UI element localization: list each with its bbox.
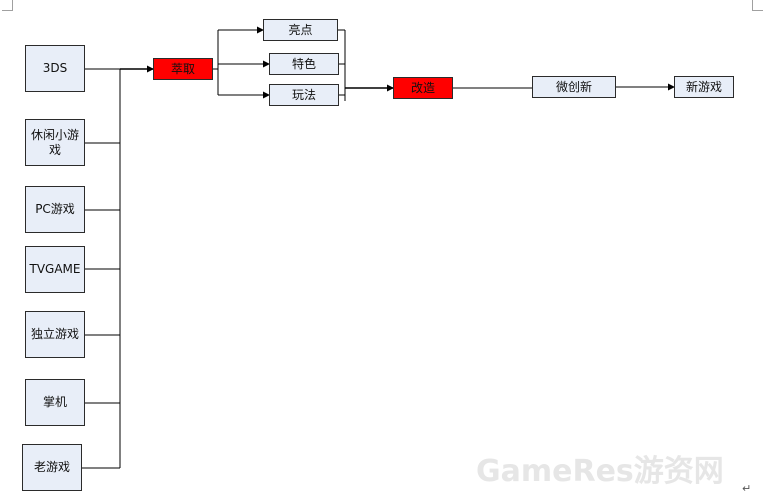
- transform-box: 改造: [393, 77, 453, 99]
- aspect-gameplay: 玩法: [269, 84, 339, 106]
- source-3ds: 3DS: [25, 45, 85, 92]
- source-old-games: 老游戏: [22, 444, 82, 491]
- source-pc-games: PC游戏: [25, 186, 85, 233]
- micro-innovation-box: 微创新: [532, 76, 616, 98]
- paragraph-mark-icon: ↵: [742, 482, 752, 495]
- aspect-feature: 特色: [269, 53, 339, 75]
- corner-mark-right: [752, 0, 763, 11]
- source-casual-games: 休闲小游戏: [25, 119, 85, 166]
- source-handheld: 掌机: [25, 379, 85, 426]
- new-game-box: 新游戏: [674, 76, 734, 98]
- extract-box: 萃取: [153, 58, 213, 80]
- source-indie-games: 独立游戏: [25, 311, 85, 358]
- watermark-logo: GameRes游资网: [476, 454, 724, 489]
- source-tvgame: TVGAME: [25, 246, 85, 293]
- corner-mark-left: [2, 0, 13, 11]
- aspect-highlight: 亮点: [263, 19, 338, 41]
